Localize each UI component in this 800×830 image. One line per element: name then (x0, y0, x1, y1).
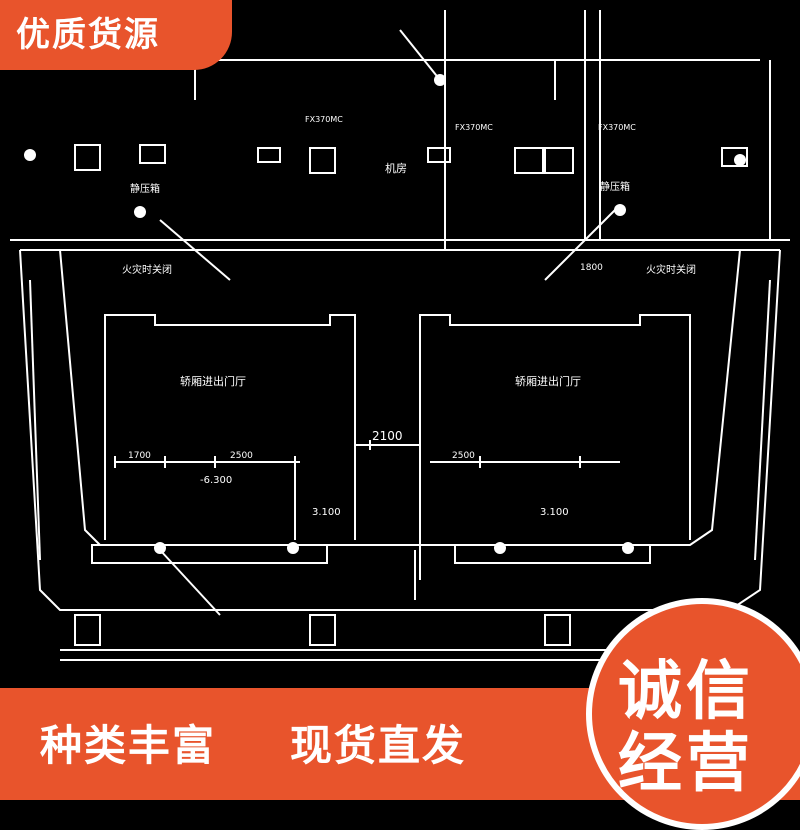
label-room-right: 轿厢进出门厅 (515, 374, 581, 388)
label-fan-left: FX370MC (305, 115, 343, 124)
label-fire-right: 火灾时关闭 (646, 263, 696, 276)
level-mid-right: 3.100 (540, 507, 569, 518)
seal-line-2: 经营 (618, 727, 754, 801)
dim-center: 2100 (372, 429, 403, 443)
quality-source-badge: 优质货源 (0, 0, 232, 70)
label-fire-left: 火灾时关闭 (122, 263, 172, 276)
cad-drawing: 机房 轿厢进出门厅 轿厢进出门厅 2100 1700 2500 2500 180… (10, 10, 790, 661)
slogan-direct-ship: 现货直发 (290, 721, 467, 770)
label-jx-left: 静压箱 (130, 182, 160, 195)
label-room-left: 轿厢进出门厅 (180, 374, 246, 388)
seal-line-1: 诚信 (618, 655, 754, 729)
dim-right-b: 1800 (580, 263, 603, 273)
level-left: -6.300 (200, 475, 232, 486)
dim-left-b: 2500 (230, 451, 253, 461)
dim-right-a: 2500 (452, 451, 475, 461)
label-fan-right: FX370MC (598, 123, 636, 132)
label-fan-mid: FX370MC (455, 123, 493, 132)
label-jx-right: 静压箱 (600, 180, 630, 193)
slogan-variety: 种类丰富 (40, 721, 217, 770)
level-mid-left: 3.100 (312, 507, 341, 518)
dim-left-a: 1700 (128, 451, 151, 461)
label-room-top: 机房 (385, 161, 407, 175)
